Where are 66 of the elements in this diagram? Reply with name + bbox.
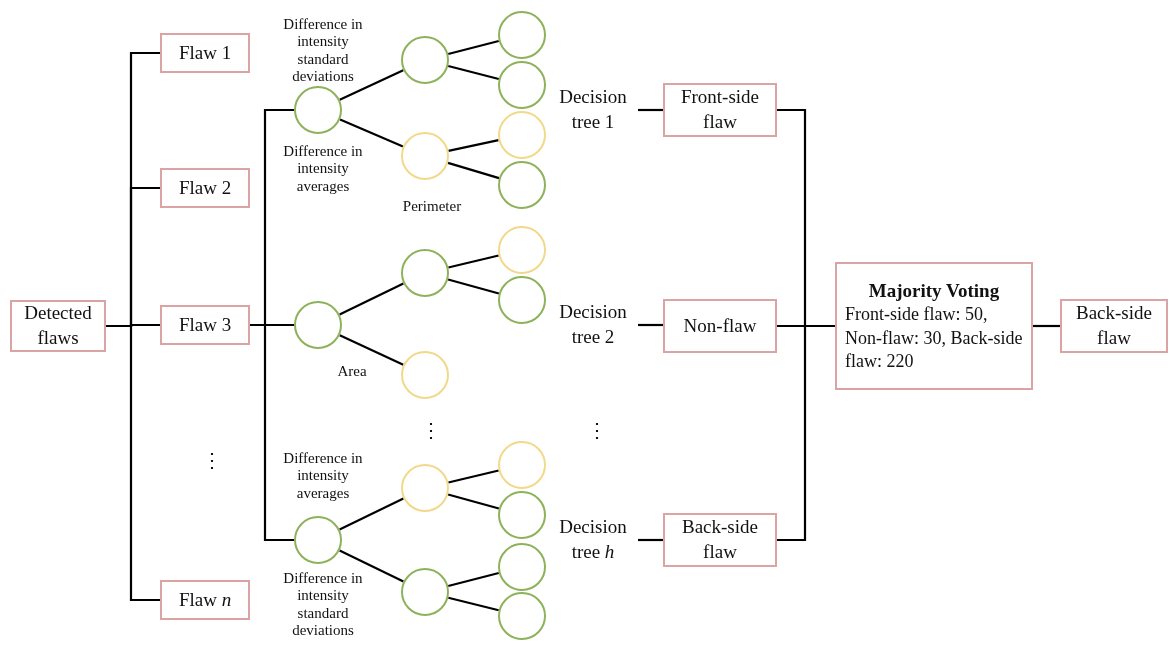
vote-counts: Front-side flaw: 50, Non-flaw: 30, Back-side flaw: 220: [844, 303, 1024, 374]
process-box: Flaw 3: [160, 305, 250, 345]
process-box: Detected flaws: [10, 300, 106, 352]
process-box: Front-side flaw: [663, 83, 777, 137]
tree-node-circle: [401, 351, 449, 399]
heading: Majority Voting: [868, 278, 1000, 303]
ellipsis-mark: ⋮: [421, 420, 441, 440]
tree-node-circle: [498, 161, 546, 209]
tree-label: Decision tree 1: [548, 84, 638, 136]
connector-line: [339, 334, 404, 366]
connector-line: [777, 324, 835, 542]
process-box: Back-side flaw: [1060, 299, 1168, 353]
connector-line: [638, 108, 663, 112]
connector-line: [448, 469, 499, 484]
process-box: Back-side flaw: [663, 513, 777, 567]
tree-node-circle: [294, 516, 342, 564]
connector-line: [447, 161, 500, 180]
feature-label: Difference in intensity averages: [282, 450, 364, 502]
tree-node-circle: [498, 441, 546, 489]
tree-label: Decision tree h: [548, 514, 638, 566]
tree-node-circle: [498, 491, 546, 539]
connector-line: [339, 282, 404, 316]
connector-line: [106, 324, 160, 602]
process-box: Flaw 2: [160, 168, 250, 208]
tree-node-circle: [498, 111, 546, 159]
connector-line: [339, 118, 404, 148]
tree-node-circle: [498, 61, 546, 109]
process-box: Flaw n: [160, 580, 250, 620]
tree-node-circle: [294, 301, 342, 349]
tree-node-circle: [498, 11, 546, 59]
process-box: [835, 262, 1033, 390]
tree-node-circle: [401, 464, 449, 512]
tree-node-circle: [401, 36, 449, 84]
tree-node-circle: [498, 543, 546, 591]
connector-line: [638, 323, 663, 327]
connector-line: [447, 278, 500, 295]
feature-label: Difference in intensity standard deviations: [282, 16, 364, 85]
tree-node-circle: [294, 86, 342, 134]
connector-line: [447, 39, 500, 56]
tree-node-circle: [498, 276, 546, 324]
tree-node-circle: [498, 592, 546, 640]
connector-line: [447, 493, 500, 510]
feature-label: Difference in intensity averages: [282, 143, 364, 195]
connector-line: [447, 64, 500, 81]
connector-line: [339, 69, 404, 101]
feature-label: Perimeter: [401, 198, 463, 216]
feature-label: Difference in intensity standard deviations: [282, 570, 364, 639]
tree-node-circle: [498, 226, 546, 274]
connector-line: [250, 323, 294, 542]
connector-line: [448, 254, 499, 269]
tree-node-circle: [401, 249, 449, 297]
ellipsis-mark: ⋮: [587, 420, 607, 440]
connector-line: [447, 571, 500, 588]
tree-node-circle: [401, 568, 449, 616]
connector-line: [448, 596, 499, 612]
connector-line: [448, 139, 499, 152]
process-box: Non-flaw: [663, 299, 777, 353]
connector-line: [1033, 324, 1060, 328]
connector-line: [339, 497, 404, 531]
tree-label: Decision tree 2: [548, 299, 638, 351]
feature-label: Area: [336, 363, 368, 381]
connector-line: [638, 538, 663, 542]
connector-line: [339, 549, 404, 583]
ellipsis-mark: ⋮: [202, 450, 222, 470]
tree-node-circle: [401, 132, 449, 180]
process-box: Flaw 1: [160, 33, 250, 73]
